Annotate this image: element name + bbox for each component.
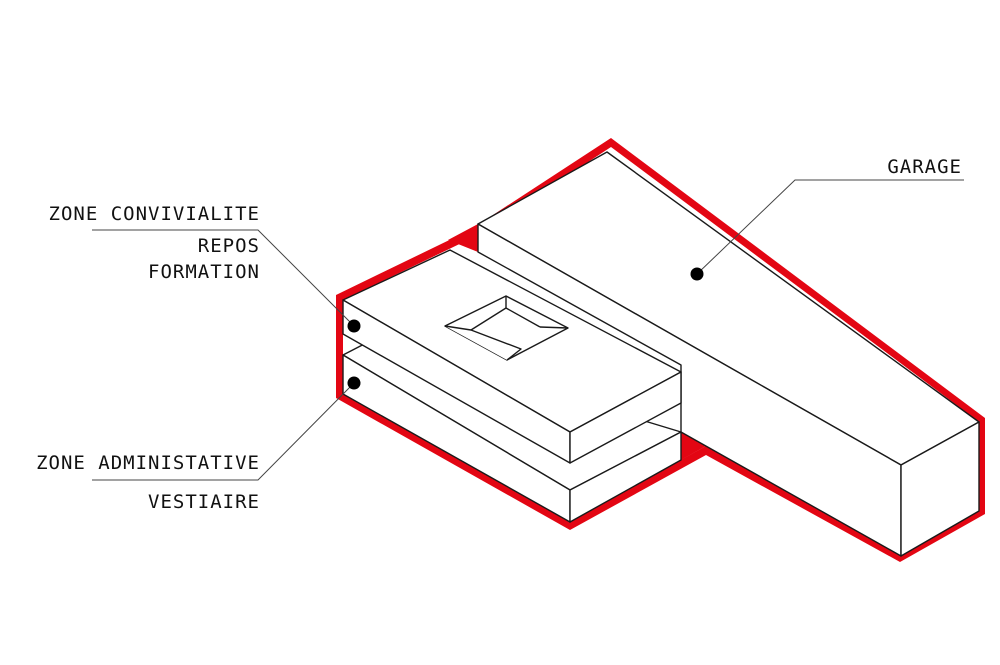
lower-slab-side-face <box>569 431 682 523</box>
garage-side-face <box>900 421 980 557</box>
garage-block <box>477 151 980 557</box>
patio-opening-inner-walls <box>444 325 522 361</box>
label-zone-administrative: ZONE ADMINISTATIVE <box>36 452 260 474</box>
label-vestiaire: VESTIAIRE <box>148 491 260 513</box>
label-repos: REPOS <box>198 235 260 257</box>
leader-zone-convivialite <box>92 229 355 327</box>
label-zone-convivialite: ZONE CONVIVIALITE <box>49 203 260 225</box>
leader-garage <box>696 179 964 275</box>
red-inner-corner-bottom <box>681 432 706 460</box>
label-garage: GARAGE <box>887 156 962 178</box>
garage-marker-dot <box>690 267 704 281</box>
upper-slab <box>342 249 682 464</box>
zone-convivialite-marker-dot <box>347 319 361 333</box>
label-formation: FORMATION <box>148 261 260 283</box>
patio-opening-edge-b <box>505 307 541 328</box>
patio-opening-edge-a <box>470 307 507 331</box>
leader-zone-administrative <box>92 382 355 481</box>
patio-opening-edge-d <box>539 326 569 329</box>
upper-slab-side-face <box>569 371 682 464</box>
zone-administrative-marker-dot <box>347 376 361 390</box>
red-inner-corner-top <box>448 224 478 252</box>
